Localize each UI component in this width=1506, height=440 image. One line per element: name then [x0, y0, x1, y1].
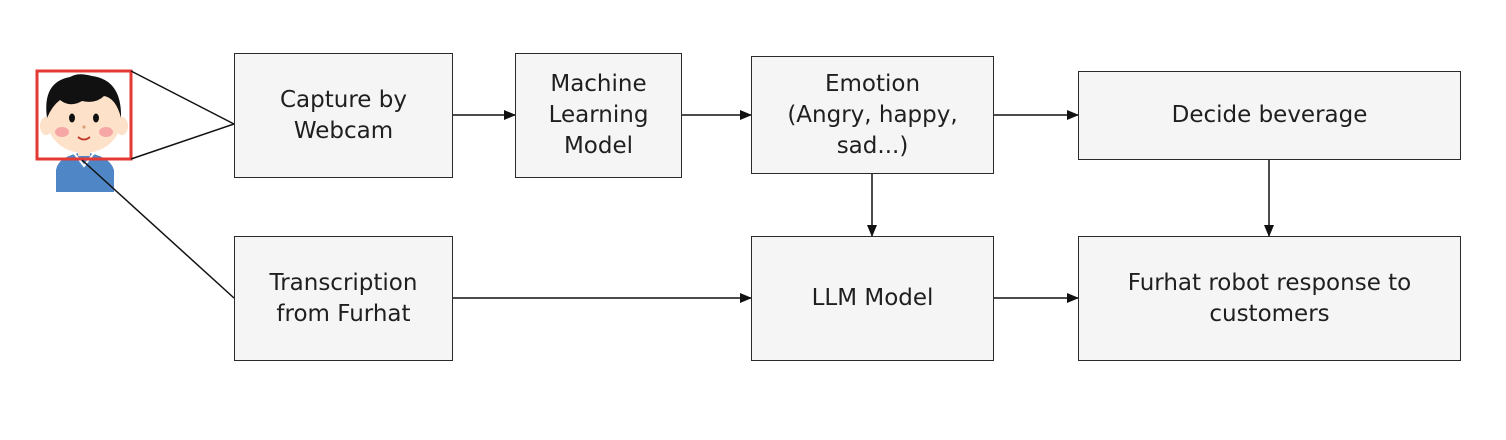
person-collar — [73, 152, 95, 168]
node-label: Decide beverage — [1171, 102, 1368, 128]
node-label: LLM Model — [811, 285, 934, 311]
node-furhat-robot-response: Furhat robot response to customers — [1078, 236, 1461, 361]
node-label: Machine Learning Model — [548, 71, 649, 159]
node-label: Transcription from Furhat — [269, 269, 418, 327]
node-transcription-from-furhat: Transcription from Furhat — [234, 236, 453, 361]
node-label: Capture by Webcam — [280, 86, 407, 144]
node-machine-learning-model: Machine Learning Model — [515, 53, 682, 178]
node-label: Furhat robot response to customers — [1127, 269, 1412, 327]
node-emotion: Emotion (Angry, happy, sad...) — [751, 56, 994, 174]
projection-line-top — [130, 70, 235, 125]
node-llm-model: LLM Model — [751, 236, 994, 361]
face-detection-box — [35, 69, 133, 161]
person-hair — [46, 74, 122, 118]
person-to-transcription-line — [81, 159, 235, 299]
node-decide-beverage: Decide beverage — [1078, 71, 1461, 160]
person-face-icon — [40, 74, 128, 192]
node-label: Emotion (Angry, happy, sad...) — [787, 70, 958, 159]
person-face — [47, 87, 121, 153]
node-capture-by-webcam: Capture by Webcam — [234, 53, 453, 178]
projection-line-bottom — [130, 123, 235, 160]
person-shirt — [56, 152, 114, 192]
